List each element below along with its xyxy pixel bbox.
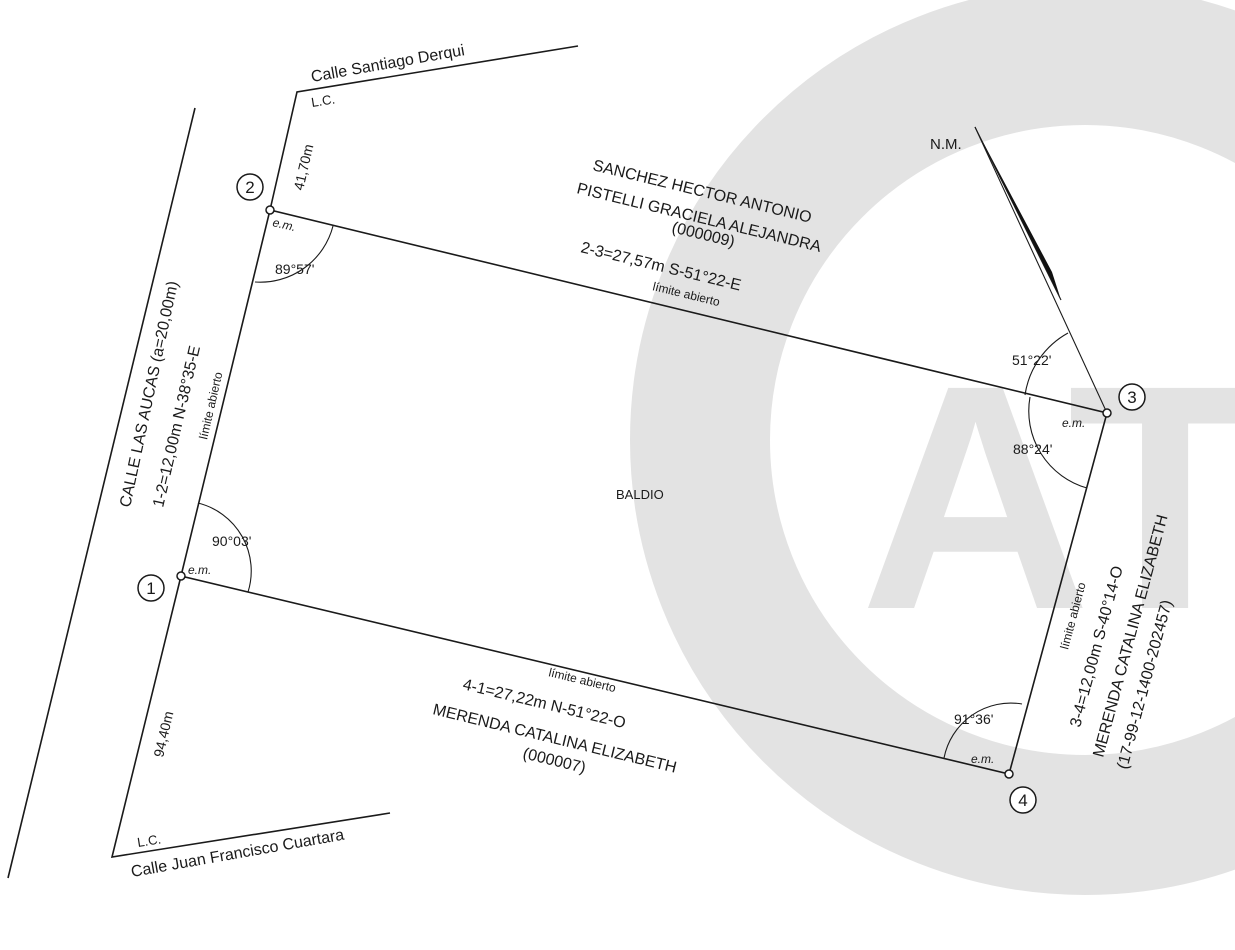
street-line-cuartara [110, 575, 391, 858]
vertex-4-label: 4 [1018, 791, 1027, 810]
north-label: N.M. [930, 136, 962, 153]
street-line-las-aucas [7, 107, 196, 879]
vertex-4: 4 [1004, 769, 1037, 814]
angle-arc-2 [254, 225, 334, 283]
street-name-bottom: Calle Juan Francisco Cuartara [130, 827, 346, 881]
watermark-logo: AT [630, 0, 1235, 895]
angle-arc-1 [197, 502, 252, 593]
lc-label-bottom: L.C. [136, 831, 162, 850]
angle-north-label: 51°22' [1012, 352, 1051, 368]
angle-3-label: 88°24' [1013, 441, 1052, 457]
angle-1-label: 90°03' [212, 533, 251, 549]
angle-arc-north [1024, 332, 1069, 396]
north-arrow: N.M. [930, 126, 1108, 414]
vertex-1: 1 [137, 571, 186, 602]
lc-label-top: L.C. [310, 91, 336, 110]
em-label-4: e.m. [971, 752, 994, 766]
vertex-2-label: 2 [245, 178, 254, 197]
em-label-3: e.m. [1062, 416, 1085, 430]
em-label-2: e.m. [271, 215, 297, 234]
side-1-2-limit: límite abierto [196, 370, 225, 440]
vertex-3: 3 [1102, 383, 1146, 418]
vertex-2: 2 [236, 173, 275, 215]
watermark-text: AT [860, 318, 1235, 676]
angle-arc-4 [943, 702, 1023, 759]
street-name-top: Calle Santiago Derqui [310, 42, 466, 86]
lot-use-label: BALDIO [616, 487, 664, 502]
vertex-1-label: 1 [146, 579, 155, 598]
em-label-1: e.m. [188, 563, 211, 577]
angle-arc-3 [1028, 396, 1088, 489]
side-4-1-limit: límite abierto [547, 665, 617, 695]
street-line-santiago-derqui [269, 45, 579, 211]
distance-top: 41,70m [290, 143, 316, 192]
angle-2-label: 89°57' [275, 261, 314, 277]
angle-4-label: 91°36' [954, 711, 993, 727]
distance-bottom: 94,40m [150, 710, 176, 759]
vertex-3-label: 3 [1127, 388, 1136, 407]
